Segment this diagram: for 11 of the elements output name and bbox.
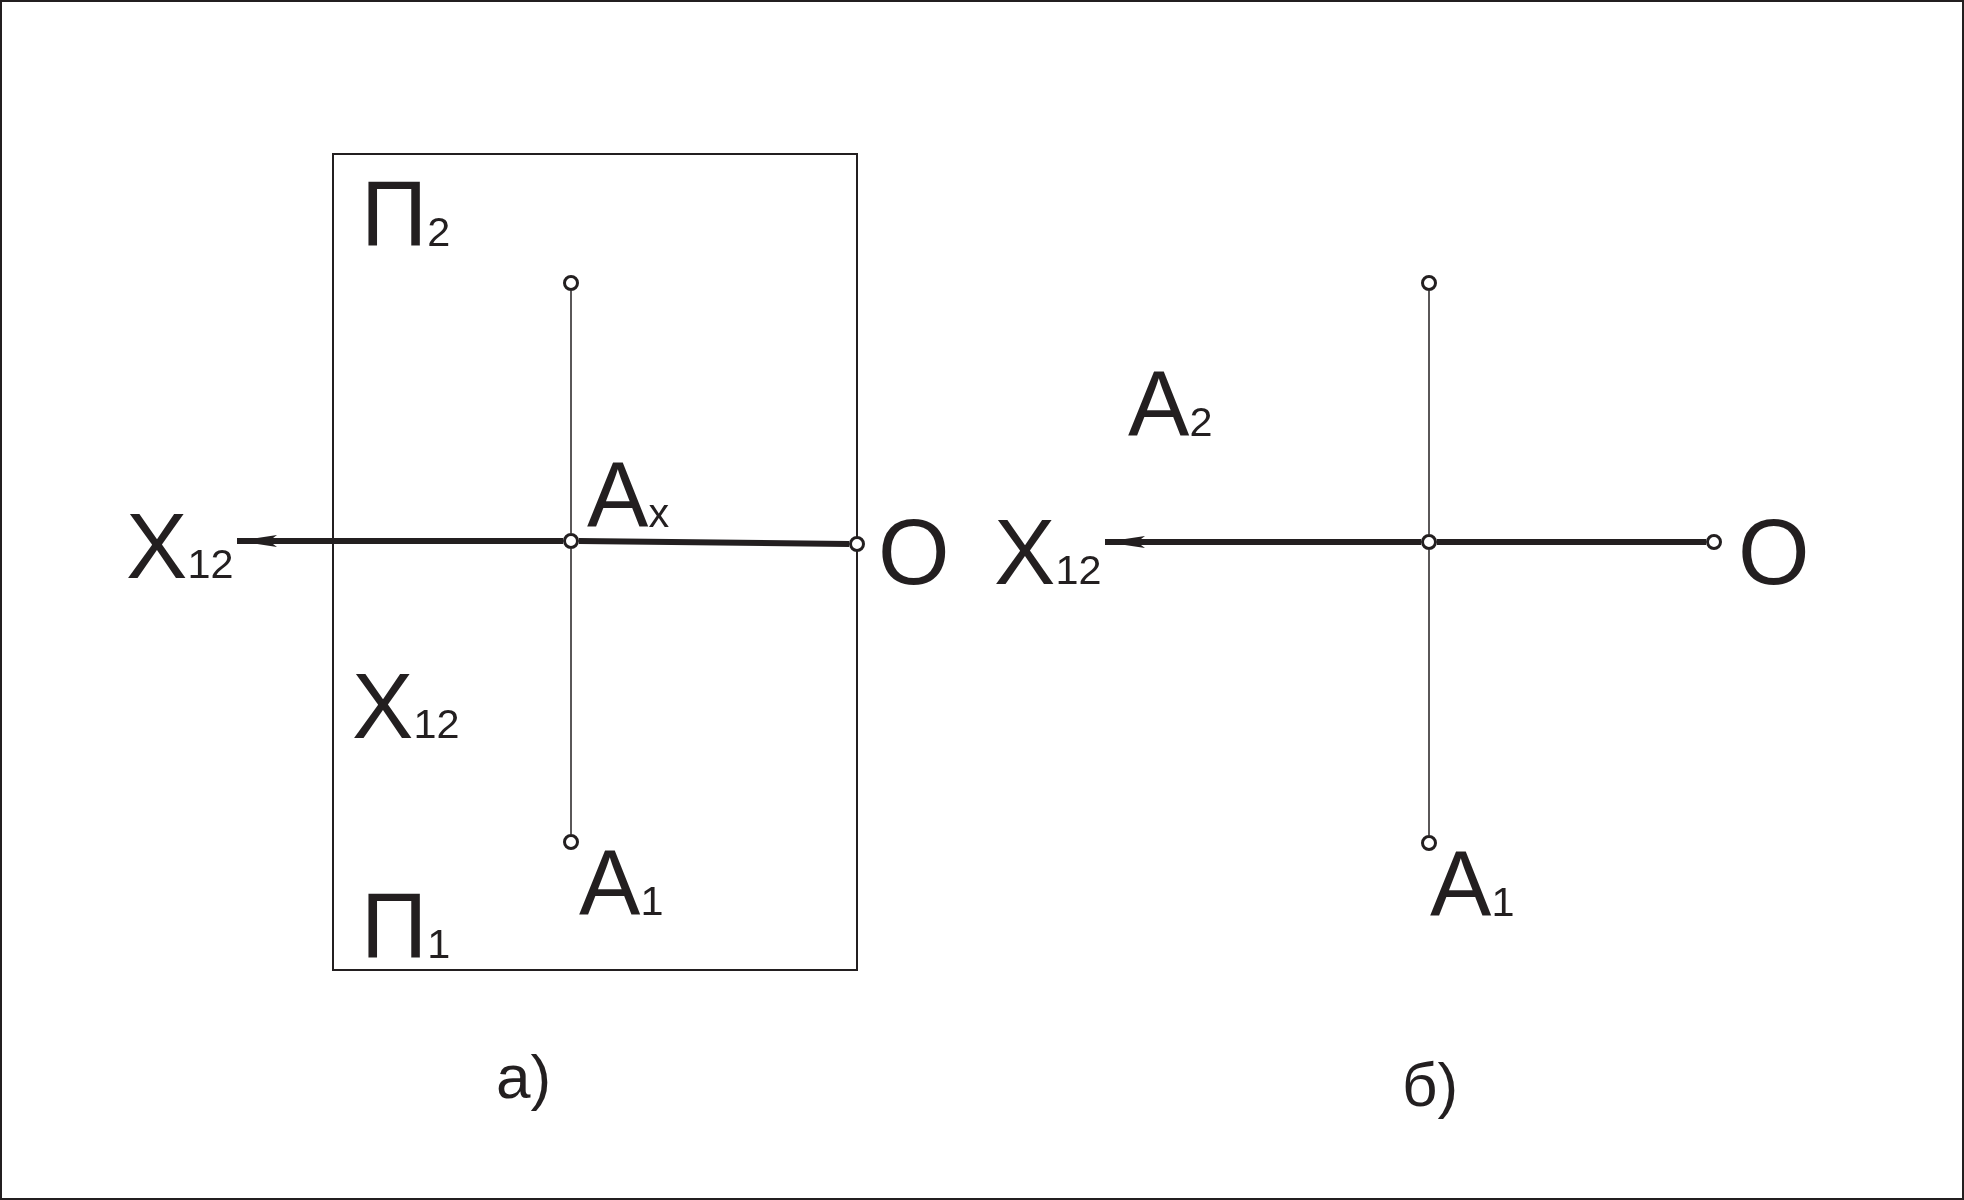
axis-line	[1437, 539, 1706, 545]
projection-line	[1428, 549, 1430, 836]
projection-line	[570, 548, 572, 835]
projection-plane-frame	[332, 153, 858, 971]
point-label: O	[1738, 506, 1810, 598]
axis-line	[578, 538, 850, 547]
projection-line	[570, 290, 572, 534]
point-label: O	[878, 506, 950, 598]
axis-arrow	[1105, 536, 1421, 548]
axis-arrow	[237, 535, 563, 547]
projection-line	[1428, 290, 1430, 535]
